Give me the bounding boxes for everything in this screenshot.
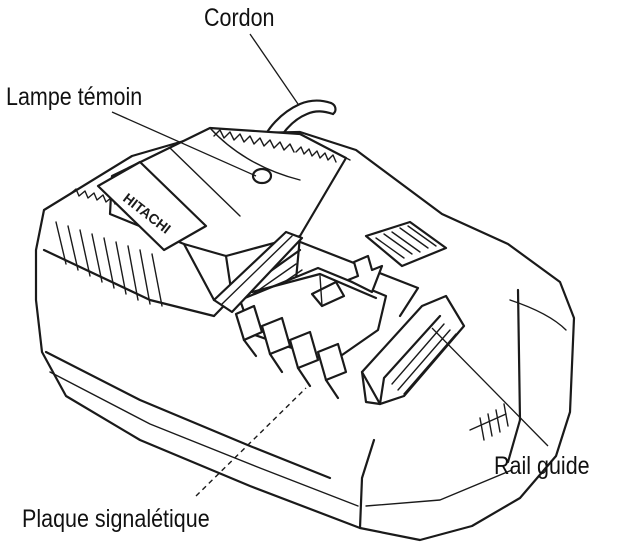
side-vent bbox=[469, 403, 509, 441]
insertion-arrow-icon bbox=[346, 254, 384, 294]
base-seam bbox=[49, 371, 513, 507]
leader-lines bbox=[111, 33, 549, 497]
guide-rail-right bbox=[360, 294, 466, 406]
leader-plaque-signaletique bbox=[195, 387, 307, 497]
leader-rail-guide bbox=[431, 327, 549, 447]
leader-lampe-temoin bbox=[111, 111, 257, 177]
label-lampe-temoin: Lampe témoin bbox=[6, 83, 143, 111]
leader-cordon bbox=[249, 33, 299, 105]
label-rail-guide: Rail guide bbox=[494, 452, 590, 480]
rear-grip-ribs bbox=[364, 220, 448, 268]
guide-rail-left bbox=[212, 230, 304, 314]
left-vent-fins bbox=[55, 221, 163, 307]
pilot-lamp bbox=[251, 167, 273, 185]
logo-plate: HITACHI bbox=[96, 160, 208, 252]
terminal-block bbox=[234, 266, 388, 400]
label-cordon: Cordon bbox=[204, 4, 275, 32]
label-plaque-signaletique: Plaque signalétique bbox=[22, 505, 210, 533]
